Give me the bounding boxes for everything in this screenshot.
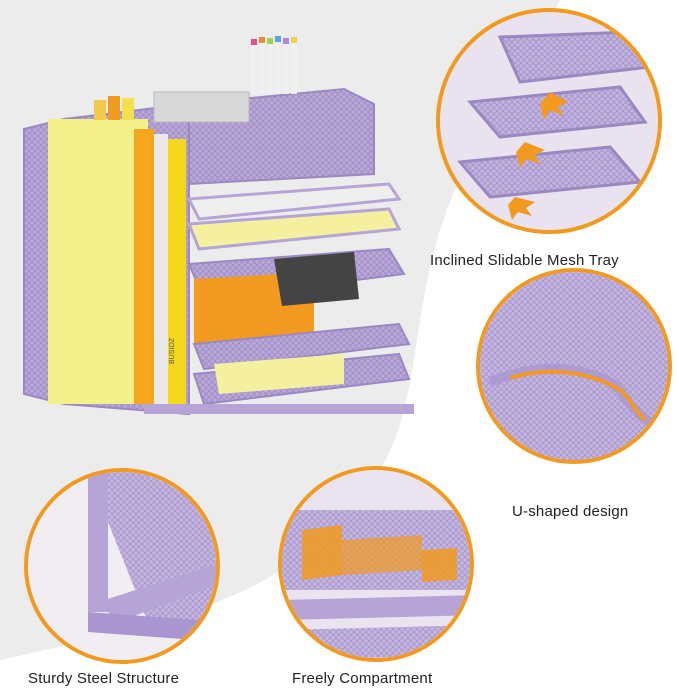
inclined-tray-image — [456, 30, 653, 220]
detail-circle-u-shaped — [476, 268, 672, 464]
freely-compartment-image — [282, 470, 470, 658]
u-shaped-image — [480, 272, 668, 460]
detail-circle-inclined-tray — [436, 8, 662, 234]
file-label-text: BUSIOZ — [169, 337, 176, 364]
caption-freely-compartment: Freely Compartment — [292, 670, 433, 687]
sturdy-structure-image — [28, 472, 216, 660]
caption-sturdy-structure: Sturdy Steel Structure — [28, 670, 180, 687]
detail-circle-sturdy-structure — [24, 468, 220, 664]
detail-circle-freely-compartment — [278, 466, 474, 662]
caption-inclined-tray: Inclined Slidable Mesh Tray — [430, 252, 619, 269]
caption-u-shaped: U-shaped design — [512, 503, 629, 520]
main-organizer-image: BUSIOZ — [23, 36, 414, 416]
